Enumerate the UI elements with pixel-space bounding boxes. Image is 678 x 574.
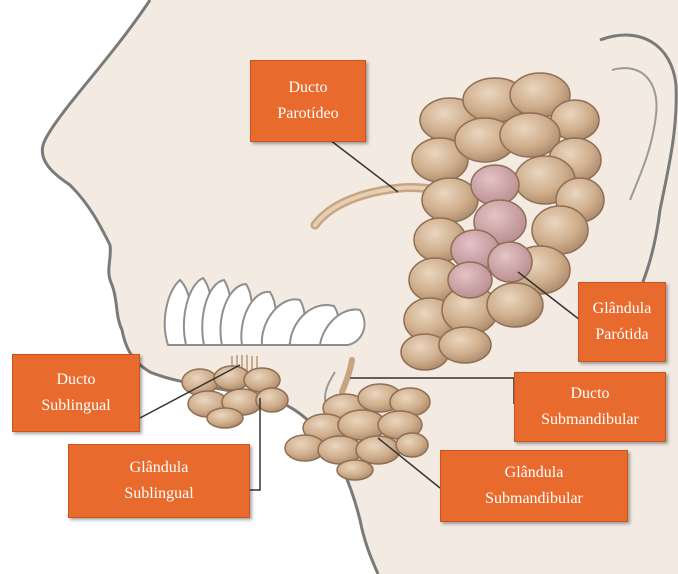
label-line-1: Ducto bbox=[56, 367, 95, 393]
label-line-2: Parotídeo bbox=[277, 101, 338, 127]
label-line-1: Glândula bbox=[130, 455, 189, 481]
label-ducto-submandibular: Ducto Submandibular bbox=[514, 372, 666, 442]
label-glandula-submandibular: Glândula Submandibular bbox=[440, 450, 628, 522]
label-line-1: Ducto bbox=[288, 75, 327, 101]
label-line-1: Glândula bbox=[505, 460, 564, 486]
label-line-2: Sublingual bbox=[41, 393, 110, 419]
label-ducto-sublingual: Ducto Sublingual bbox=[12, 354, 140, 432]
label-line-2: Submandibular bbox=[541, 407, 639, 433]
label-line-2: Sublingual bbox=[124, 481, 193, 507]
label-glandula-sublingual: Glândula Sublingual bbox=[68, 444, 250, 518]
label-line-2: Parótida bbox=[595, 322, 648, 348]
label-line-1: Ducto bbox=[570, 381, 609, 407]
label-line-2: Submandibular bbox=[485, 486, 583, 512]
sublingual-gland bbox=[182, 366, 288, 428]
label-ducto-parotideo: Ducto Parotídeo bbox=[250, 60, 366, 142]
label-glandula-parotida: Glândula Parótida bbox=[578, 282, 666, 362]
label-line-1: Glândula bbox=[593, 296, 652, 322]
